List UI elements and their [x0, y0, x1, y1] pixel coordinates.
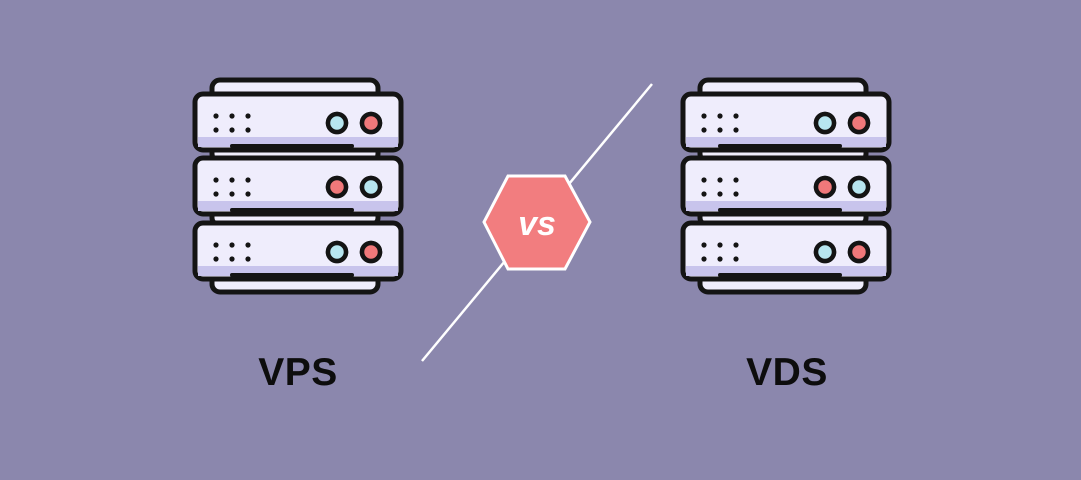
vds-label: VDS: [746, 351, 828, 394]
vps-label: VPS: [258, 351, 338, 394]
server-rack-icon: [195, 80, 401, 292]
versus-hexagon-icon: vs: [482, 174, 592, 271]
server-rack-icon: [683, 80, 889, 292]
versus-label: vs: [518, 205, 556, 243]
